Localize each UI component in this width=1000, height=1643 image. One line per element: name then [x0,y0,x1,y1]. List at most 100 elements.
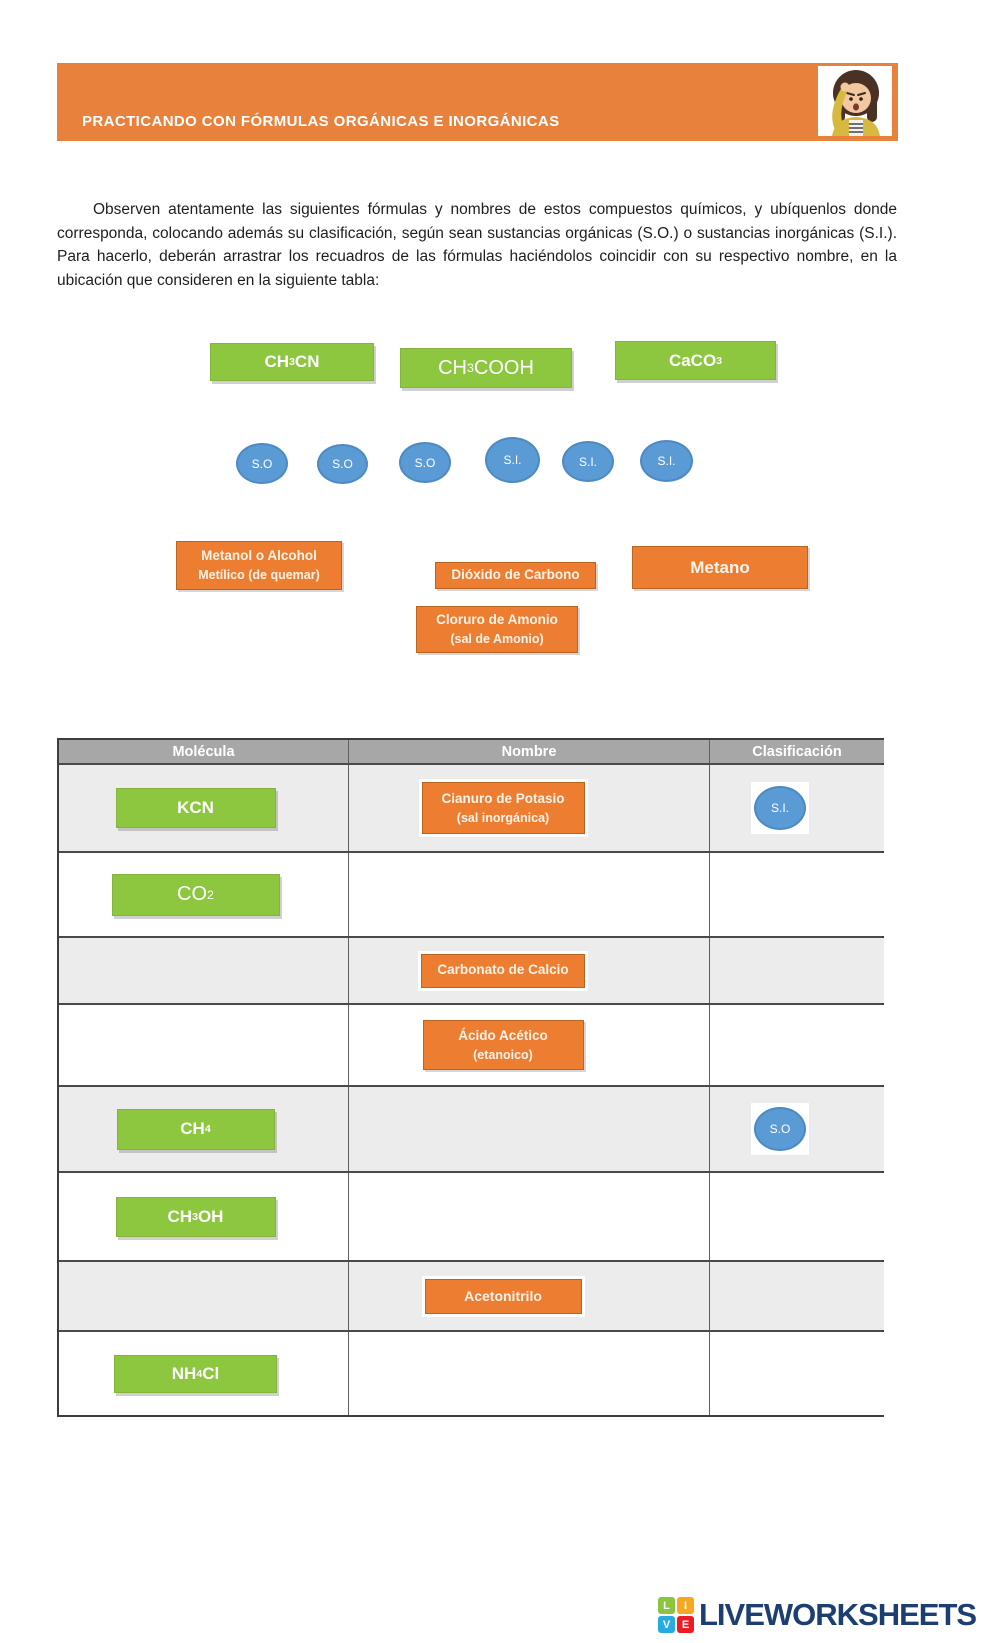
table-row: Acetonitrilo [59,1260,884,1330]
table-row: KCN Cianuro de Potasio (sal inorgánica) … [59,763,884,851]
name-drop-cell[interactable]: Carbonato de Calcio [349,938,710,1003]
name-chip-metanol[interactable]: Metanol o Alcohol Metílico (de quemar) [176,541,342,590]
name-drop-cell[interactable] [349,853,710,936]
header-banner: PRACTICANDO CON FÓRMULAS ORGÁNICAS E INO… [57,63,898,141]
name-chip-metano[interactable]: Metano [632,546,808,589]
oval-label: S.O [769,1122,791,1136]
liveworksheets-footer: L I V E LIVEWORKSHEETS [658,1597,977,1633]
formula-text: CH [438,356,467,379]
name-line1: Metanol o Alcohol [201,548,317,563]
logo-tile-v: V [658,1616,675,1633]
classification-oval-so[interactable]: S.O [399,442,451,483]
name-chip-acetonitrilo[interactable]: Acetonitrilo [421,1275,585,1317]
thinking-woman-avatar-icon [818,66,892,136]
oval-label: S.I. [578,454,597,469]
name-chip-cloruro-de-amonio[interactable]: Cloruro de Amonio (sal de Amonio) [416,606,578,653]
formula-text: CH [167,1206,193,1226]
formula-text: CH [264,352,290,371]
classification-oval-si[interactable]: S.I. [754,786,806,830]
classification-oval-si[interactable]: S.I. [485,437,540,483]
name-drop-cell[interactable]: Cianuro de Potasio (sal inorgánica) [349,765,710,851]
formula-text: OH [197,1206,224,1226]
classification-oval-si[interactable]: S.I. [562,441,614,482]
page-title: PRACTICANDO CON FÓRMULAS ORGÁNICAS E INO… [82,113,560,130]
name-drop-cell[interactable] [349,1173,710,1260]
formula-subscript: 3 [716,354,723,367]
formula-chip-kcn[interactable]: KCN [115,788,276,828]
table-row: Carbonato de Calcio [59,936,884,1003]
formula-subscript: 3 [289,356,295,368]
name-drop-cell[interactable] [349,1087,710,1171]
oval-label: S.O [332,457,353,471]
classification-oval-si[interactable]: S.I. [640,440,693,482]
classification-drop-cell[interactable] [710,938,884,1003]
molecule-drop-cell[interactable] [59,1005,349,1085]
molecule-drop-cell[interactable]: KCN [59,765,349,851]
logo-tile-e: E [677,1616,694,1633]
classification-drop-cell[interactable] [710,1332,884,1415]
name-line1: Ácido Acético [458,1027,548,1043]
classification-drop-cell[interactable] [710,1173,884,1260]
name-drop-cell[interactable]: Acetonitrilo [349,1262,710,1330]
classification-drop-cell[interactable] [710,853,884,936]
name-line1: Metano [690,557,750,577]
classification-oval-so[interactable]: S.O [317,444,368,484]
classification-drop-cell[interactable]: S.O [710,1087,884,1171]
oval-label: S.I. [503,453,522,467]
answers-table: Molécula Nombre Clasificación KCN Cianur… [57,738,884,1417]
classification-drop-cell[interactable] [710,1262,884,1330]
formula-text: NH [171,1363,197,1383]
classification-drop-cell[interactable] [710,1005,884,1085]
molecule-drop-cell[interactable] [59,938,349,1003]
oval-patch: S.I. [751,782,809,834]
name-chip-acido-acetico[interactable]: Ácido Acético (etanoico) [422,1020,584,1070]
column-header-nombre: Nombre [349,740,710,763]
name-line2: (sal inorgánica) [456,810,550,825]
name-chip-carbonato-de-calcio[interactable]: Carbonato de Calcio [418,950,588,991]
avatar [818,66,892,136]
formula-text: Cl [202,1363,220,1383]
formula-subscript: 3 [192,1210,198,1223]
instructions-text: Observen atentamente las siguientes fórm… [57,201,897,289]
molecule-drop-cell[interactable] [59,1262,349,1330]
name-line2: (sal de Amonio) [450,632,544,647]
name-line1: Carbonato de Calcio [437,962,569,978]
formula-text: CN [294,352,320,371]
name-drop-cell[interactable]: Ácido Acético (etanoico) [349,1005,710,1085]
oval-label: S.O [414,455,436,470]
name-chip-cianuro-de-potasio[interactable]: Cianuro de Potasio (sal inorgánica) [418,779,588,837]
classification-oval-so[interactable]: S.O [754,1107,806,1151]
name-chip-dioxido-de-carbono[interactable]: Dióxido de Carbono [435,562,596,589]
classification-oval-so[interactable]: S.O [236,443,288,484]
oval-label: S.I. [657,454,676,468]
name-line1: Acetonitrilo [464,1287,542,1304]
name-drop-cell[interactable] [349,1332,710,1415]
classification-drop-cell[interactable]: S.I. [710,765,884,851]
name-line2: Metílico (de quemar) [198,568,320,583]
column-header-molecula: Molécula [59,740,349,763]
formula-text: KCN [177,798,214,817]
formula-subscript: 4 [204,1123,211,1135]
name-line1: Cloruro de Amonio [436,612,558,627]
name-line1: Dióxido de Carbono [451,567,580,583]
formula-subscript: 4 [196,1367,203,1380]
formula-text: CO [177,883,208,905]
oval-label: S.I. [770,801,789,815]
formula-text: COOH [473,356,534,379]
